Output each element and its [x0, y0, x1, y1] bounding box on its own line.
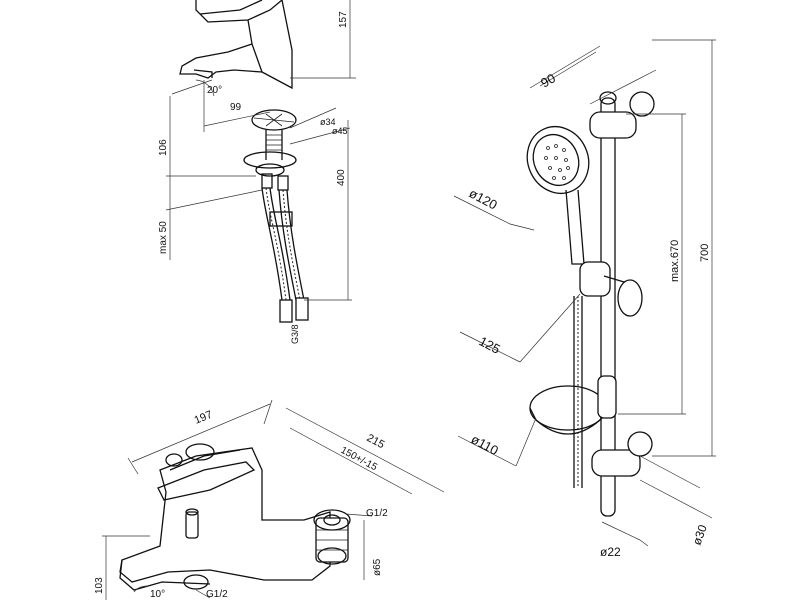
bath-mixer-spout	[119, 559, 211, 591]
dim-bath-thread-bottom: G1/2	[206, 589, 228, 600]
dim-basin-angle: 20°	[207, 85, 222, 96]
basin-mixer-hose-left	[265, 187, 287, 301]
dim-shower-dish-diameter: ø110	[469, 431, 501, 458]
shower-soap-dish	[529, 385, 607, 431]
dim-basin-spout-height: 106	[158, 139, 169, 156]
shower-head	[526, 126, 590, 194]
dim-shower-bar-length: 700	[699, 244, 711, 262]
dim-bath-angle: 10°	[150, 589, 165, 600]
shower-bottom-bracket	[591, 449, 641, 477]
basin-mixer-handle	[199, 0, 263, 15]
dim-basin-thread-d2: ø45	[332, 126, 348, 136]
shower-top-bracket	[589, 111, 637, 139]
bath-mixer-diverter	[185, 511, 199, 539]
basin-mixer-hose-right	[282, 189, 301, 301]
dim-shower-bar-offset: 90	[538, 70, 558, 90]
dim-bath-eccentric-diameter: ø65	[372, 558, 383, 576]
dim-basin-height: 157	[338, 11, 349, 28]
dim-bath-height: 103	[94, 577, 105, 594]
bath-mixer-body	[119, 447, 331, 583]
dim-basin-max-deck: max 50	[158, 221, 169, 254]
dim-bath-depth: 215	[365, 432, 387, 451]
dim-shower-bracket-diameter: ø30	[690, 523, 710, 548]
dim-basin-thread-d1: ø34	[320, 117, 336, 127]
dim-shower-max-height: max.670	[669, 240, 681, 282]
dim-basin-connection: G3/8	[290, 324, 300, 344]
shower-slide-bar	[600, 97, 616, 517]
basin-mixer-spout-tip	[193, 69, 213, 78]
dim-bath-thread-top: G1/2	[366, 508, 388, 519]
dim-shower-head-diameter: ø120	[467, 185, 500, 212]
dim-shower-bar-diameter: ø22	[600, 545, 621, 559]
bath-mixer-drawing: 197 215 150+/-15 G1/2 ø65 103 10° G1/2	[94, 399, 445, 600]
shower-handle	[565, 189, 585, 265]
bath-mixer-handle	[157, 461, 256, 501]
basin-mixer-drawing: 157 20° 99 ø34 ø45 106 max 50 400 G3/8	[158, 0, 356, 344]
dim-shower-holder-width: 125	[477, 333, 503, 356]
basin-mixer-body	[179, 0, 293, 90]
dim-bath-centers: 150+/-15	[339, 445, 380, 474]
shower-slider	[579, 261, 611, 297]
basin-mixer-base	[251, 109, 297, 131]
dim-basin-reach: 99	[230, 102, 242, 113]
dim-basin-hose-length: 400	[336, 169, 347, 186]
dim-bath-length: 197	[193, 409, 215, 427]
shower-set-drawing: 90 ø120 125 max.670 700 ø110 ø22 ø30	[453, 39, 716, 559]
